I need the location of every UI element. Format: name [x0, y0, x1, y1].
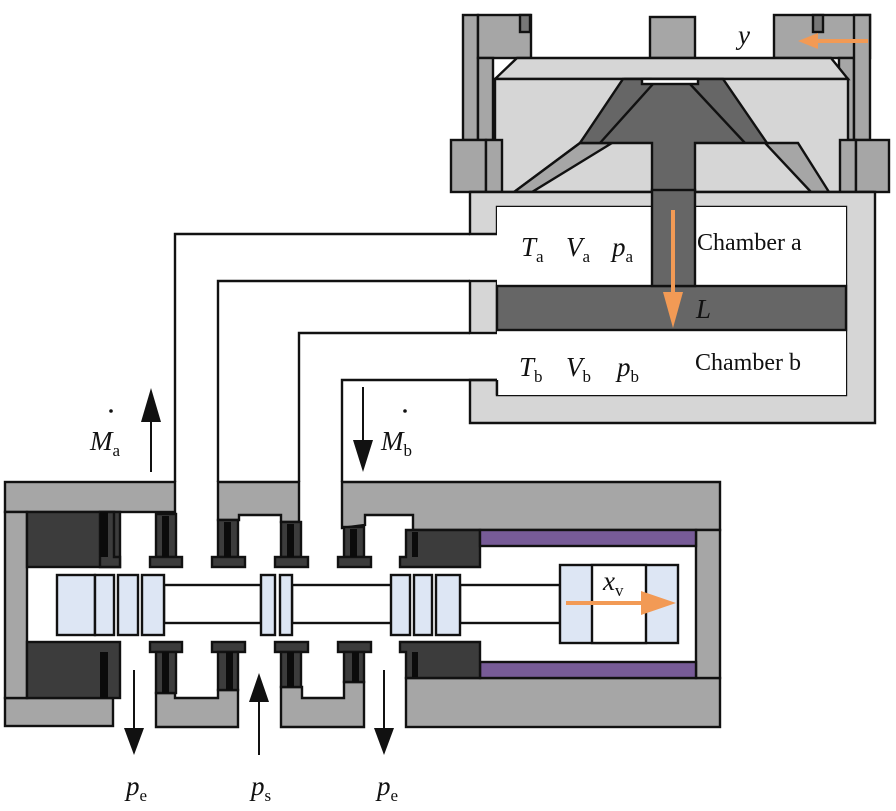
- pipe-b-outer-wall: [297, 331, 470, 482]
- xv-arrow-head: [641, 591, 676, 615]
- labels: y Ta Va pa Chamber a L Tb Vb pb Chamber …: [89, 20, 802, 805]
- valve-bottom-left: [3, 696, 115, 728]
- seal-bot-4: [273, 640, 310, 689]
- valve-left-cap: [3, 510, 29, 700]
- chamber-a-temperature: Ta: [521, 232, 544, 266]
- pipe-a-inner-wall: [216, 279, 470, 482]
- mass-flow-a-arrow-head: [141, 388, 161, 422]
- chamber-b-volume: Vb: [566, 352, 591, 386]
- spool-rod-left: [162, 583, 263, 625]
- right-slot: [811, 13, 825, 34]
- mass-flow-a-dot: [109, 409, 113, 413]
- left-bracket-inner: [476, 56, 495, 142]
- seal-top-left-slot: [100, 512, 108, 557]
- left-slot: [518, 13, 532, 34]
- left-clamp-inner: [484, 138, 504, 194]
- mass-flow-b-dot: [403, 409, 407, 413]
- chamber-a-label: Chamber a: [697, 230, 802, 256]
- port-exhaust-right-label: pe: [375, 771, 398, 805]
- supply-arrow-head: [249, 673, 269, 702]
- right-clamp-outer: [854, 138, 891, 194]
- seal-bot-5: [336, 640, 373, 684]
- chamber-b-temperature: Tb: [519, 352, 543, 386]
- chamber-a-pressure: pa: [610, 232, 634, 266]
- right-clamp-inner: [838, 138, 858, 194]
- pipes: [173, 232, 497, 482]
- piston-label: L: [695, 294, 711, 324]
- port-supply-label: ps: [249, 771, 271, 805]
- chamber-a-volume: Va: [566, 232, 591, 266]
- liner-bottom: [478, 660, 698, 680]
- spool-land-left: [55, 573, 166, 637]
- seal-bot-2: [148, 640, 184, 695]
- valve-body: [3, 480, 722, 729]
- y-arrow-head: [798, 33, 818, 49]
- y-label: y: [735, 20, 750, 50]
- seal-top-right-slot: [412, 532, 418, 557]
- exhaust-right-arrow-head: [374, 728, 394, 755]
- mass-flow-a-label: Ma: [89, 426, 121, 460]
- cone-inner-edge-right: [689, 83, 746, 144]
- valve-bottom-mid1: [154, 688, 240, 729]
- right-bracket-outer: [852, 13, 872, 142]
- exhaust-left-arrow-head: [124, 728, 144, 755]
- seal-top-3: [210, 518, 247, 569]
- spool-rod-end: [458, 583, 562, 625]
- seal-bot-3: [210, 640, 247, 692]
- pipe-b-inner-wall: [340, 378, 497, 482]
- valve-bottom-mid2: [279, 680, 366, 729]
- seal-top-4: [273, 520, 310, 569]
- rod-arrow-head: [663, 292, 683, 328]
- valve-right-cap: [694, 528, 722, 680]
- seal-bot-left-slot: [100, 652, 108, 698]
- valve-top-left: [3, 480, 177, 514]
- seal-top-2: [148, 512, 184, 569]
- spool-land-center: [259, 573, 294, 637]
- chamber-b-pressure: pb: [615, 352, 639, 386]
- spool-rod-right: [290, 583, 394, 625]
- chamber-b: [497, 330, 846, 395]
- mass-flow-b-arrow-head: [353, 440, 373, 472]
- arrows: [124, 33, 868, 755]
- spool-land-right: [389, 573, 462, 637]
- load-mechanism: [449, 13, 891, 204]
- seal-bot-right-block: [398, 640, 482, 680]
- center-post: [648, 15, 697, 60]
- valve-top-right: [340, 480, 722, 532]
- cone-inner-edge-left: [599, 83, 654, 144]
- liner-top: [478, 528, 698, 548]
- port-exhaust-left-label: pe: [124, 771, 147, 805]
- chamber-b-label: Chamber b: [695, 350, 801, 376]
- mass-flow-b-label: Mb: [380, 426, 412, 460]
- valve-bottom-right: [404, 676, 722, 729]
- left-bracket-outer: [461, 13, 480, 142]
- pipe-a-outer-wall: [173, 232, 470, 482]
- seal-bot-right-slot: [412, 652, 418, 677]
- left-clamp-outer: [449, 138, 488, 194]
- seal-top-5: [336, 525, 373, 569]
- spool-displacement-label: xv: [602, 566, 624, 600]
- top-plate: [492, 56, 851, 81]
- cylinder-wall-middle: [468, 279, 499, 335]
- valve-top-middle: [216, 480, 301, 524]
- cone-gap-white: [640, 77, 700, 86]
